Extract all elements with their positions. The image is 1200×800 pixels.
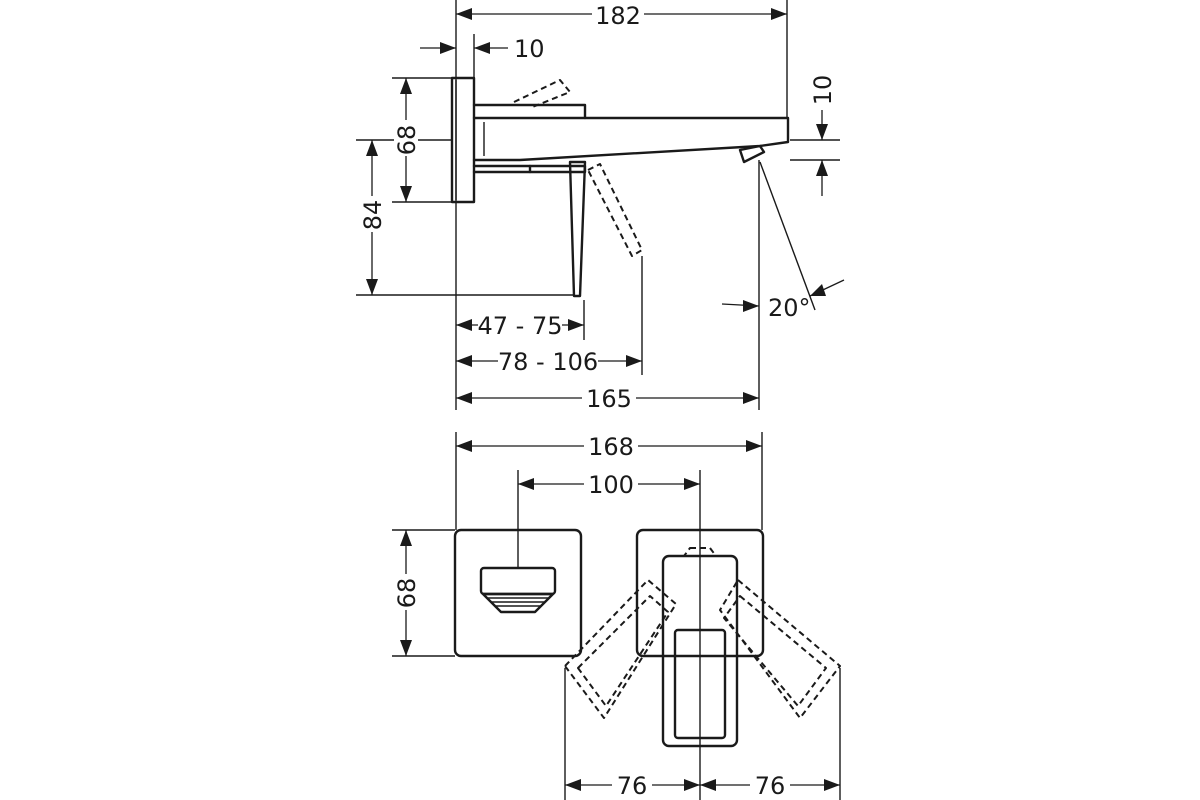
dim-overall-length: 182 <box>595 2 641 30</box>
dim-lever-swing-right: 76 <box>755 772 786 800</box>
dim-side-plate-height: 68 <box>393 125 421 156</box>
side-spout <box>472 116 790 162</box>
front-outlet-frame <box>479 566 557 596</box>
side-wall-plate <box>450 76 476 204</box>
front-lever-right-dashed <box>719 579 841 719</box>
side-lever <box>568 160 587 298</box>
side-view: 182 10 68 84 10 47 - 75 <box>356 0 845 413</box>
side-body-connector <box>472 103 587 120</box>
dim-center-distance: 100 <box>588 471 634 499</box>
dim-front-plate-height: 68 <box>393 578 421 609</box>
front-outlet-aerator <box>481 592 555 614</box>
side-lever-up-dashed <box>513 79 571 109</box>
dim-mount-height: 84 <box>359 200 387 231</box>
dim-spout-reach: 165 <box>586 385 632 413</box>
front-view: 168 100 68 76 76 <box>392 432 841 800</box>
dim-lever-range-short: 47 - 75 <box>478 312 563 340</box>
dim-spout-thickness: 10 <box>809 75 837 106</box>
dim-plate-thickness: 10 <box>514 35 545 63</box>
side-lever-rotated-dashed <box>587 163 643 257</box>
side-aerator <box>738 144 766 164</box>
dim-lever-range-long: 78 - 106 <box>498 348 598 376</box>
dim-overall-width: 168 <box>588 433 634 461</box>
dim-spray-angle: 20° <box>768 294 811 322</box>
front-lever-left-dashed <box>564 579 677 719</box>
dim-lever-swing-left: 76 <box>617 772 648 800</box>
